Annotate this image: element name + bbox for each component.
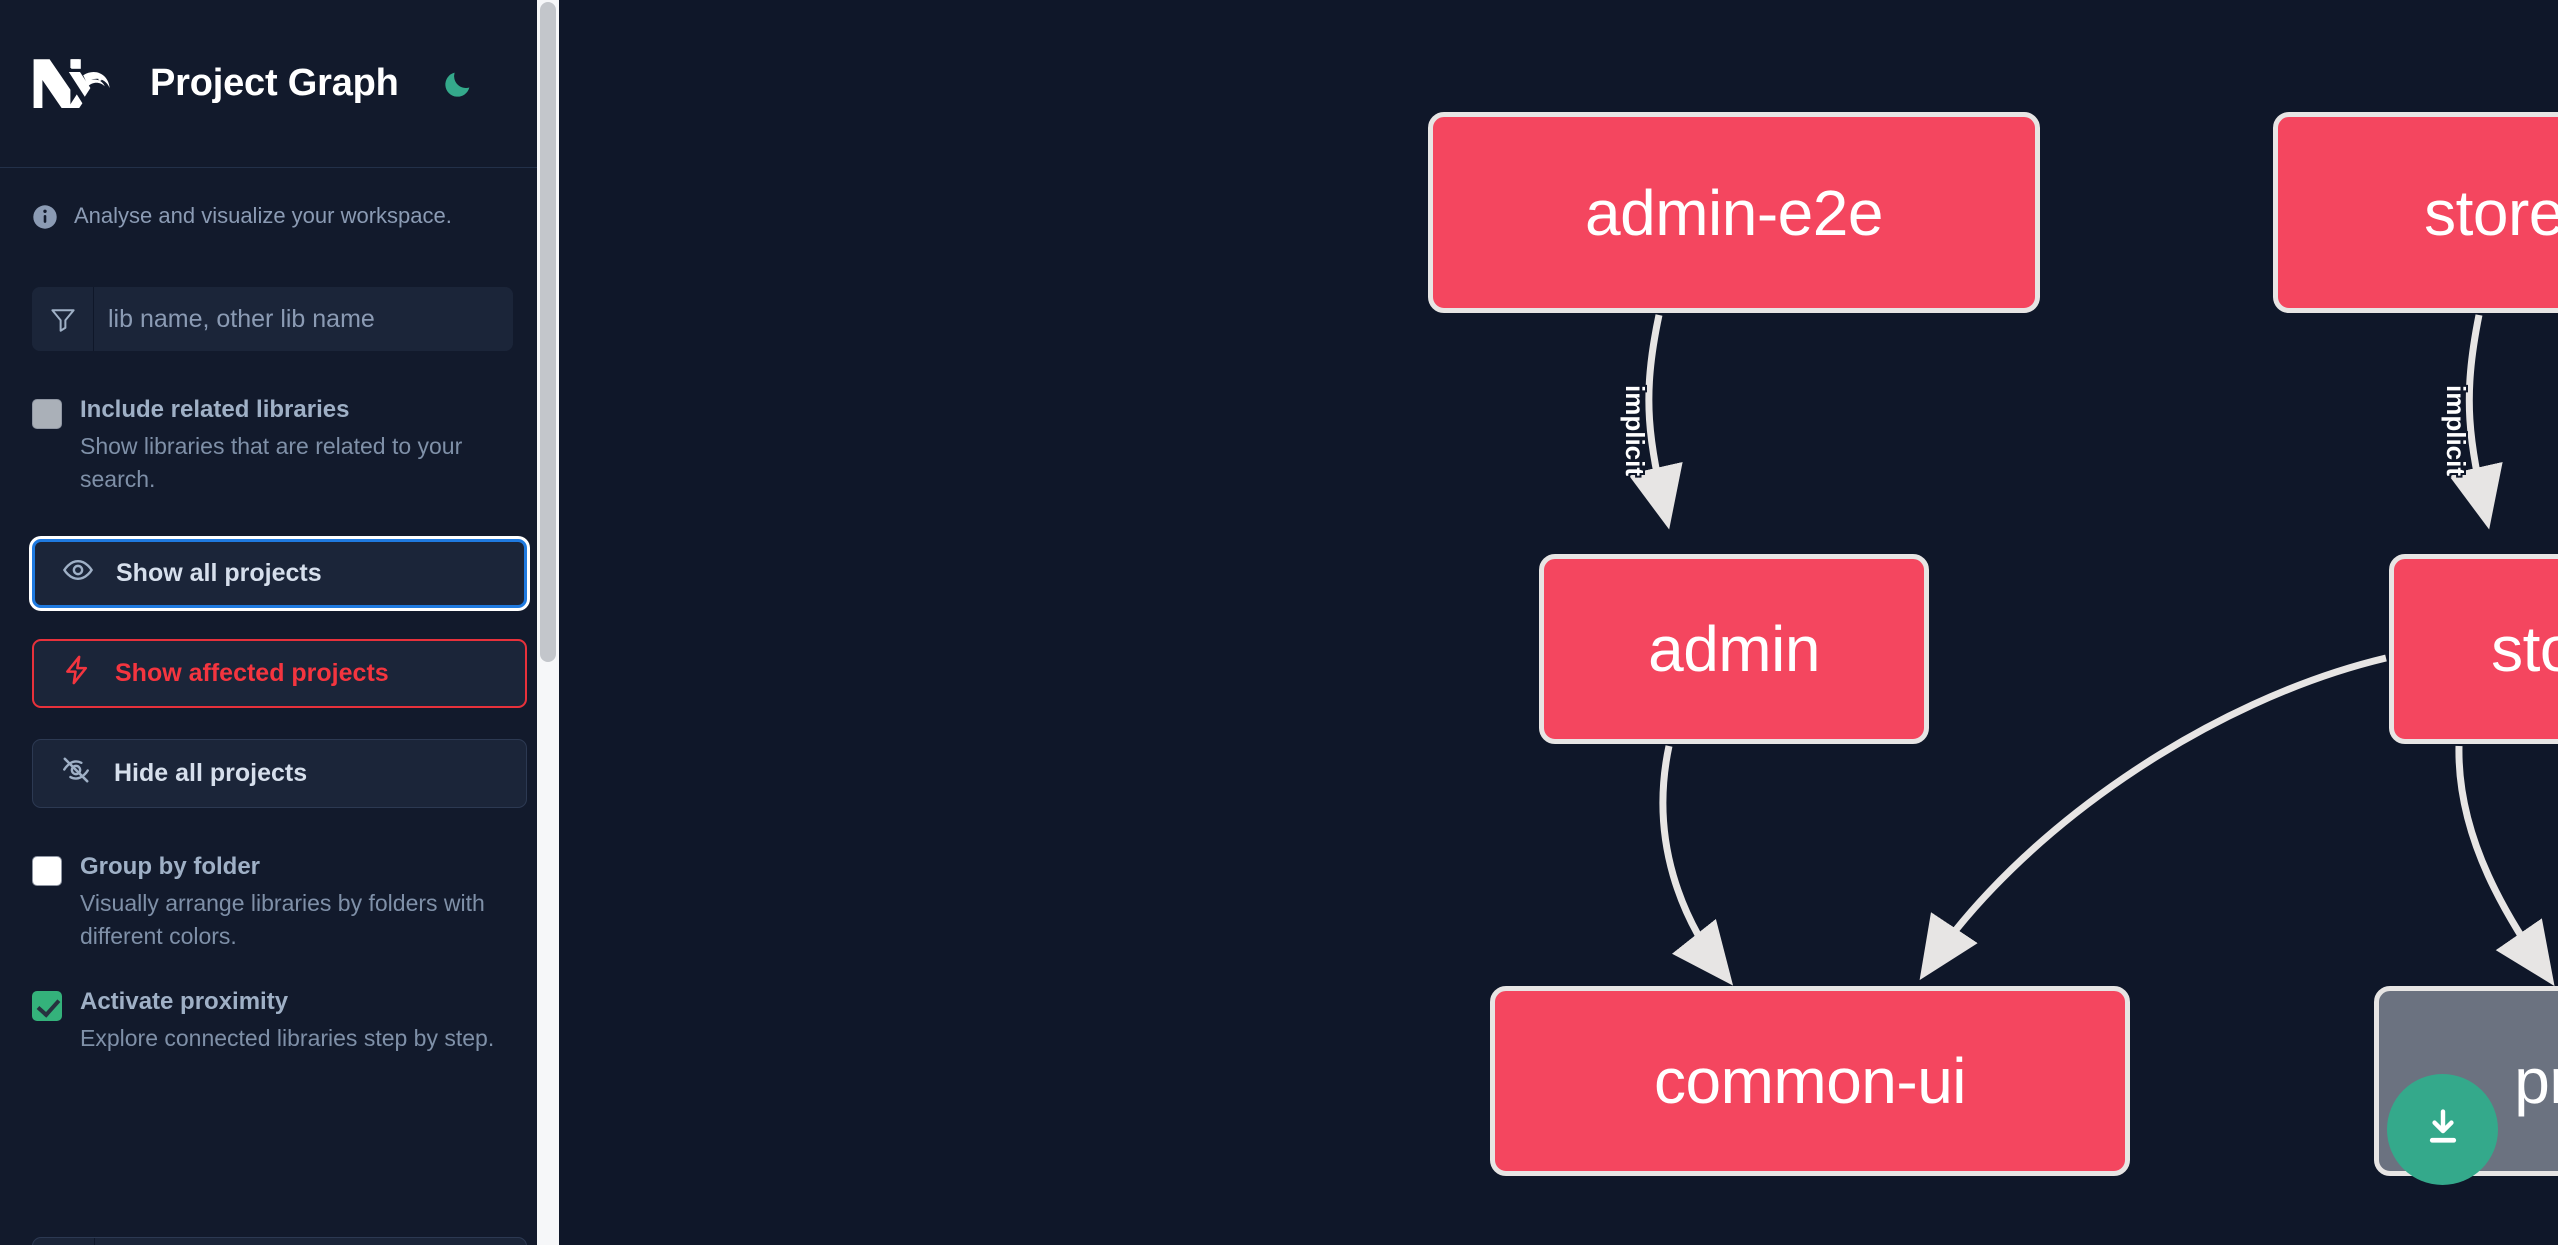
sidebar-content: Project Graph Analyse and visualize yo	[0, 0, 545, 1245]
info-icon	[32, 204, 58, 235]
bottom-partial-icon-slot	[33, 1238, 95, 1245]
edge-admin-e2e-to-admin	[1628, 314, 1683, 530]
graph-canvas[interactable]: admin-e2e store-e2e admin store common-u…	[559, 0, 2558, 1245]
sidebar-header: Project Graph	[0, 0, 545, 168]
activate-proximity-description: Explore connected libraries step by step…	[80, 1024, 495, 1051]
nx-logo-icon	[32, 56, 120, 112]
include-related-libraries-checkbox[interactable]	[32, 399, 62, 429]
project-visibility-buttons: Show all projects Show affected projects	[32, 539, 527, 809]
graph-node-admin-label: admin	[1648, 613, 1820, 685]
filter-icon	[32, 287, 94, 351]
graph-node-store-e2e[interactable]: store-e2e	[2273, 112, 2558, 313]
show-affected-projects-label: Show affected projects	[115, 659, 389, 688]
graph-node-store[interactable]: store	[2389, 554, 2558, 744]
edge-group	[1628, 314, 2555, 987]
graph-node-store-e2e-label: store-e2e	[2424, 176, 2558, 249]
workspace-note-text: Analyse and visualize your workspace.	[74, 203, 452, 228]
download-icon	[2420, 1105, 2466, 1154]
graph-node-store-label: store	[2491, 613, 2558, 685]
group-by-folder-checkbox[interactable]	[32, 856, 62, 887]
option-activate-proximity[interactable]: Activate proximity Explore connected lib…	[0, 987, 545, 1055]
graph-node-admin-e2e-label: admin-e2e	[1585, 176, 1883, 249]
lightning-icon	[61, 654, 93, 693]
sidebar: Project Graph Analyse and visualize yo	[0, 0, 559, 1245]
bottom-partial-control[interactable]	[32, 1237, 527, 1245]
edge-store-e2e-to-store	[2448, 314, 2503, 530]
moon-icon[interactable]	[435, 61, 481, 107]
page-title: Project Graph	[150, 62, 399, 104]
hide-all-projects-button[interactable]: Hide all projects	[32, 739, 527, 809]
eye-off-icon	[60, 754, 92, 793]
include-related-libraries-label: Include related libraries	[80, 396, 350, 423]
show-all-projects-button[interactable]: Show all projects	[32, 539, 527, 609]
show-affected-projects-button[interactable]: Show affected projects	[32, 639, 527, 709]
search-input[interactable]	[94, 287, 513, 351]
show-all-projects-label: Show all projects	[116, 559, 322, 588]
edge-admin-to-common-ui	[1659, 745, 1734, 986]
download-graph-button[interactable]	[2387, 1074, 2498, 1185]
edge-store-to-common-ui	[1919, 654, 2387, 981]
graph-node-admin[interactable]: admin	[1539, 554, 1929, 744]
graph-node-common-ui-label: common-ui	[1653, 1045, 1967, 1117]
option-include-related-libraries[interactable]: Include related libraries Show libraries…	[0, 395, 545, 495]
search-bar[interactable]	[32, 287, 513, 351]
sidebar-scrollbar-thumb[interactable]	[540, 2, 556, 662]
activate-proximity-label: Activate proximity	[80, 987, 289, 1015]
include-related-libraries-description: Show libraries that are related to your …	[80, 433, 463, 492]
sidebar-scrollbar[interactable]	[537, 0, 559, 1245]
graph-node-products-label: products	[2514, 1045, 2558, 1117]
workspace-note: Analyse and visualize your workspace.	[0, 168, 545, 235]
group-by-folder-label: Group by folder	[80, 853, 260, 881]
edge-store-to-products	[2455, 745, 2555, 987]
option-group-by-folder[interactable]: Group by folder Visually arrange librari…	[0, 852, 545, 952]
graph-node-common-ui[interactable]: common-ui	[1490, 986, 2130, 1176]
activate-proximity-checkbox[interactable]	[32, 990, 62, 1021]
eye-icon	[62, 554, 94, 593]
group-by-folder-description: Visually arrange libraries by folders wi…	[80, 890, 485, 949]
hide-all-projects-label: Hide all projects	[114, 759, 308, 788]
graph-node-admin-e2e[interactable]: admin-e2e	[1428, 112, 2040, 313]
graph-edges	[1628, 314, 2555, 987]
